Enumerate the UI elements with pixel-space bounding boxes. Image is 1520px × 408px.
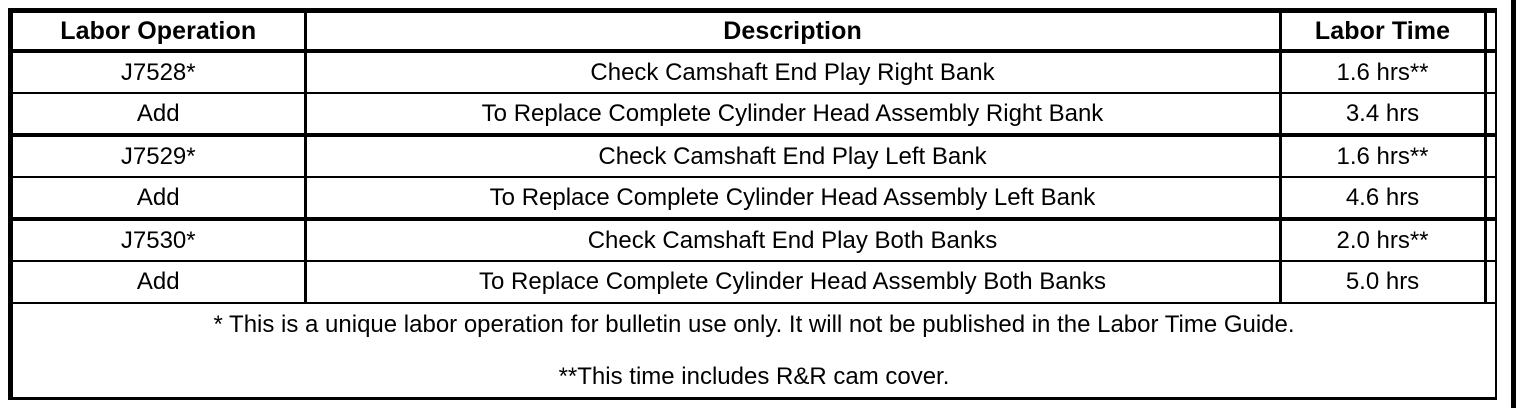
table-row: J7530* Check Camshaft End Play Both Bank…	[13, 219, 1495, 262]
cell-labor-time: 1.6 hrs**	[1280, 51, 1487, 94]
table-row: Add To Replace Complete Cylinder Head As…	[13, 93, 1495, 137]
cell-description: Check Camshaft End Play Left Bank	[305, 135, 1282, 178]
table-body: J7528* Check Camshaft End Play Right Ban…	[13, 51, 1495, 397]
cell-labor-operation: J7528*	[13, 51, 307, 94]
footnote-double-asterisk: **This time includes R&R cam cover.	[558, 363, 950, 390]
table-row: J7529* Check Camshaft End Play Left Bank…	[13, 135, 1495, 178]
cell-labor-operation: Add	[13, 261, 307, 304]
cell-spacer	[1485, 177, 1495, 221]
footnote-block: * This is a unique labor operation for b…	[13, 303, 1495, 397]
cell-labor-operation: J7529*	[13, 135, 307, 178]
footnote-row: * This is a unique labor operation for b…	[13, 303, 1495, 397]
cell-description: Check Camshaft End Play Right Bank	[305, 51, 1282, 94]
column-header-description: Description	[305, 13, 1282, 53]
table-header-row: Labor Operation Description Labor Time	[13, 13, 1495, 53]
cell-description: To Replace Complete Cylinder Head Assemb…	[305, 177, 1282, 221]
cell-spacer	[1485, 93, 1495, 137]
column-header-labor-operation: Labor Operation	[13, 13, 307, 53]
page-edge-rule	[1511, 0, 1516, 408]
table-header: Labor Operation Description Labor Time	[13, 13, 1495, 53]
table-row: J7528* Check Camshaft End Play Right Ban…	[13, 51, 1495, 94]
table-row: Add To Replace Complete Cylinder Head As…	[13, 261, 1495, 304]
cell-spacer	[1485, 261, 1495, 304]
cell-labor-time: 3.4 hrs	[1280, 93, 1487, 137]
cell-description: Check Camshaft End Play Both Banks	[305, 219, 1282, 262]
column-header-labor-time: Labor Time	[1280, 13, 1487, 53]
cell-labor-time: 1.6 hrs**	[1280, 135, 1487, 178]
table-row: Add To Replace Complete Cylinder Head As…	[13, 177, 1495, 221]
cell-labor-operation: J7530*	[13, 219, 307, 262]
column-header-spacer	[1485, 13, 1495, 53]
cell-labor-operation: Add	[13, 93, 307, 137]
cell-spacer	[1485, 135, 1495, 178]
labor-operation-table-frame: Labor Operation Description Labor Time J…	[8, 8, 1497, 400]
labor-operation-table: Labor Operation Description Labor Time J…	[13, 13, 1495, 397]
cell-labor-operation: Add	[13, 177, 307, 221]
cell-description: To Replace Complete Cylinder Head Assemb…	[305, 261, 1282, 304]
cell-spacer	[1485, 51, 1495, 94]
cell-labor-time: 2.0 hrs**	[1280, 219, 1487, 262]
cell-labor-time: 4.6 hrs	[1280, 177, 1487, 221]
cell-description: To Replace Complete Cylinder Head Assemb…	[305, 93, 1282, 137]
cell-spacer	[1485, 219, 1495, 262]
footnote-single-asterisk: * This is a unique labor operation for b…	[213, 310, 1295, 338]
cell-labor-time: 5.0 hrs	[1280, 261, 1487, 304]
